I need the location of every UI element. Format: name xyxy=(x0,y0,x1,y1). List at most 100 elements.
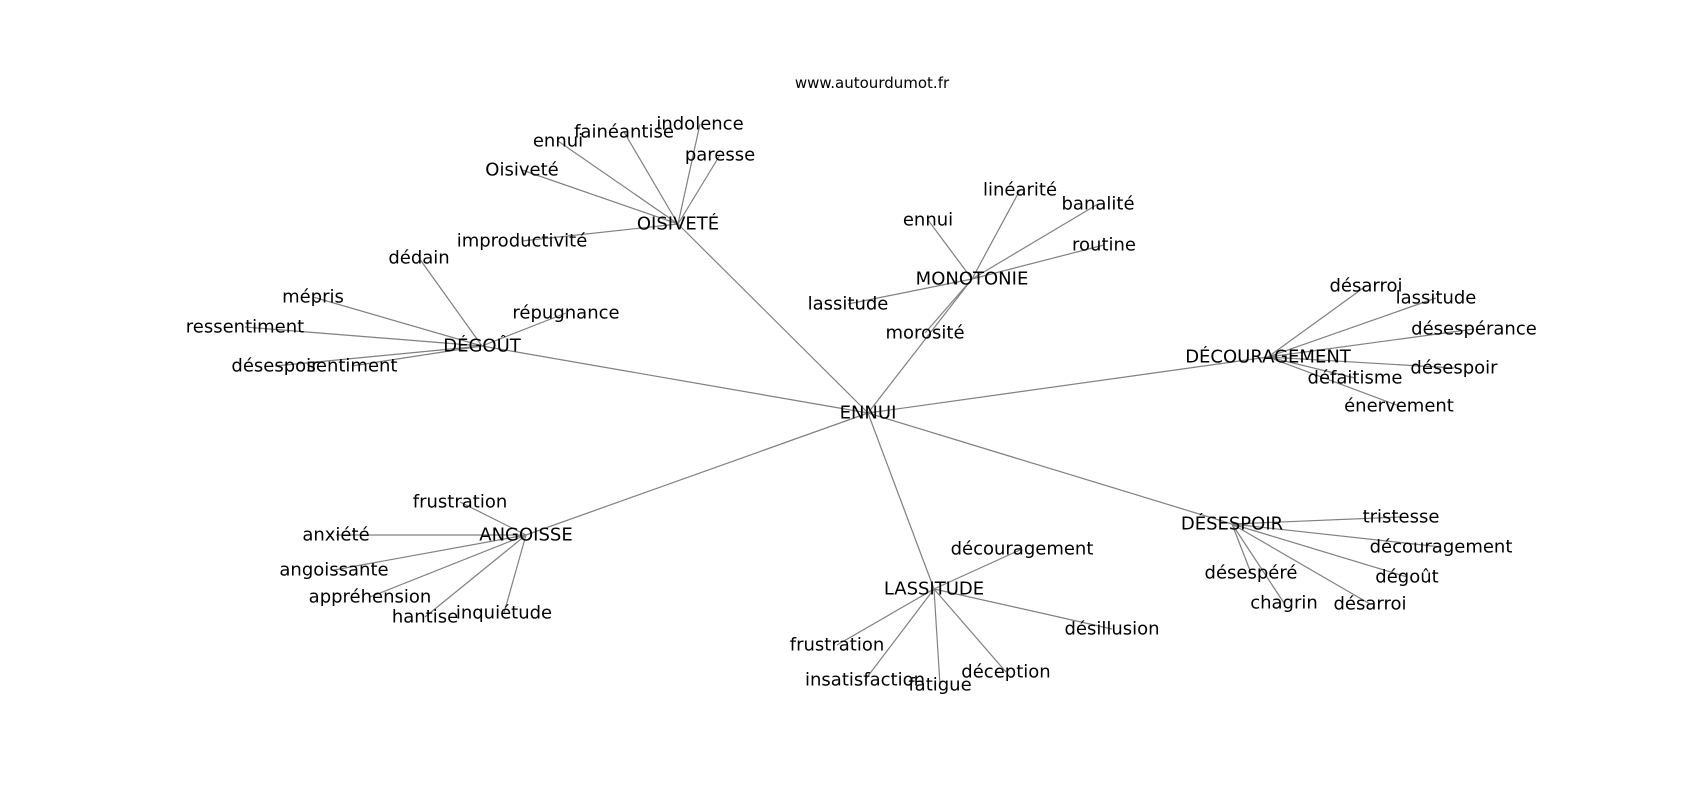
leaf-word: déception xyxy=(961,662,1050,683)
leaf-word: découragement xyxy=(951,539,1094,560)
edge-hub-to-word xyxy=(503,534,527,614)
leaf-word: dédain xyxy=(388,248,449,269)
edge-hub-to-word xyxy=(864,588,935,681)
edge-hub-to-word xyxy=(1267,356,1400,407)
edges xyxy=(244,123,1475,686)
leaf-word: désespérance xyxy=(1411,319,1537,340)
edge-hub-to-word xyxy=(557,140,679,225)
edge-hub-to-word xyxy=(1267,356,1356,379)
leaf-word: insatisfaction xyxy=(805,670,925,691)
edge-hub-to-word xyxy=(623,131,679,225)
edge-hub-to-word xyxy=(933,588,1113,630)
hub-word: OISIVETÉ xyxy=(637,213,719,235)
edge-hub-to-word xyxy=(971,244,1105,280)
edge-center-to-hub xyxy=(867,278,973,414)
edge-hub-to-word xyxy=(521,169,679,225)
hub-word: MONOTONIE xyxy=(916,269,1029,290)
leaf-word: sentiment xyxy=(307,356,398,377)
edge-hub-to-word xyxy=(677,154,721,225)
edge-hub-to-word xyxy=(333,534,527,571)
leaf-word: frustration xyxy=(790,635,885,656)
edge-hub-to-word xyxy=(459,501,527,536)
leaf-word: hantise xyxy=(392,607,458,628)
leaf-word: répugnance xyxy=(512,303,619,324)
leaf-word: désarroi xyxy=(1333,594,1406,615)
leaf-word: banalité xyxy=(1061,194,1134,215)
hub-word: LASSITUDE xyxy=(884,579,984,600)
edge-hub-to-word xyxy=(1267,297,1437,358)
leaf-word: improductivité xyxy=(457,231,588,252)
hub-word: ANGOISSE xyxy=(479,525,572,546)
edge-hub-to-word xyxy=(424,534,527,618)
edge-hub-to-word xyxy=(971,203,1099,280)
leaf-word: fatigue xyxy=(908,675,971,696)
center-word: ENNUI xyxy=(840,403,897,424)
edge-center-to-hub xyxy=(867,356,1269,414)
leaf-word: morosité xyxy=(885,323,964,344)
edge-hub-to-word xyxy=(1231,523,1442,548)
leaf-word: linéarité xyxy=(983,180,1057,201)
leaf-word: fainéantise xyxy=(574,122,674,143)
leaf-word: routine xyxy=(1072,235,1136,256)
site-label: www.autourdumot.fr xyxy=(795,74,950,92)
edge-center-to-hub xyxy=(677,223,869,414)
labels: www.autourdumot.fr ENNUI OISIVETÉ indolenc… xyxy=(186,74,1537,696)
hub-word: DÉCOURAGEMENT xyxy=(1185,346,1352,368)
edge-center-to-hub xyxy=(867,412,1233,525)
edge-center-to-hub xyxy=(481,345,869,414)
leaf-word: désespéré xyxy=(1205,563,1298,584)
leaf-word: indolence xyxy=(656,114,743,135)
edge-hub-to-word xyxy=(1267,356,1455,369)
hub-word: DÉSESPOIR xyxy=(1181,513,1283,535)
leaf-word: mépris xyxy=(282,287,344,308)
leaf-word: ressentiment xyxy=(186,317,304,338)
leaf-word: Oisiveté xyxy=(485,160,558,181)
edge-hub-to-word xyxy=(1231,516,1402,525)
leaf-word: inquiétude xyxy=(456,603,552,624)
edge-hub-to-word xyxy=(836,588,935,646)
leaf-word: ennui xyxy=(903,210,953,231)
edge-hub-to-word xyxy=(369,534,527,598)
leaf-word: désarroi xyxy=(1329,276,1402,297)
leaf-word: désespoir xyxy=(1410,358,1498,379)
edge-hub-to-word xyxy=(933,548,1023,590)
leaf-word: défaitisme xyxy=(1308,368,1403,389)
leaf-word: lassitude xyxy=(808,294,889,315)
edge-hub-to-word xyxy=(1231,523,1408,578)
leaf-word: appréhension xyxy=(309,587,432,608)
edge-hub-to-word xyxy=(481,312,567,347)
leaf-word: anxiété xyxy=(302,525,369,546)
edge-hub-to-word xyxy=(418,257,483,347)
hub-word: DÉGOÛT xyxy=(443,335,522,357)
leaf-word: désillusion xyxy=(1064,619,1159,640)
edge-hub-to-word xyxy=(933,588,1007,673)
edge-hub-to-word xyxy=(1231,523,1371,605)
leaf-word: chagrin xyxy=(1250,593,1318,614)
edge-hub-to-word xyxy=(1231,523,1285,604)
edge-hub-to-word xyxy=(274,345,483,367)
edge-hub-to-word xyxy=(1231,523,1252,574)
leaf-word: tristesse xyxy=(1363,507,1440,528)
leaf-word: dégoût xyxy=(1375,567,1438,588)
leaf-word: découragement xyxy=(1370,537,1513,558)
edge-hub-to-word xyxy=(927,219,973,280)
edge-hub-to-word xyxy=(312,296,483,347)
leaf-word: désespoir xyxy=(231,356,319,377)
edge-hub-to-word xyxy=(521,223,679,242)
edge-hub-to-word xyxy=(1267,285,1367,358)
leaf-word: paresse xyxy=(685,145,755,166)
edge-center-to-hub xyxy=(525,412,869,536)
edge-hub-to-word xyxy=(847,278,973,305)
edge-hub-to-word xyxy=(1267,328,1475,358)
leaf-word: angoissante xyxy=(279,560,388,581)
edge-hub-to-word xyxy=(351,345,483,367)
leaf-word: frustration xyxy=(413,492,508,513)
edge-hub-to-word xyxy=(924,278,973,334)
edge-center-to-hub xyxy=(867,412,935,590)
edge-hub-to-word xyxy=(244,326,483,347)
leaf-word: ennui xyxy=(533,131,583,152)
edge-hub-to-word xyxy=(933,588,941,686)
leaf-word: énervement xyxy=(1344,396,1454,417)
edge-hub-to-word xyxy=(971,189,1021,280)
